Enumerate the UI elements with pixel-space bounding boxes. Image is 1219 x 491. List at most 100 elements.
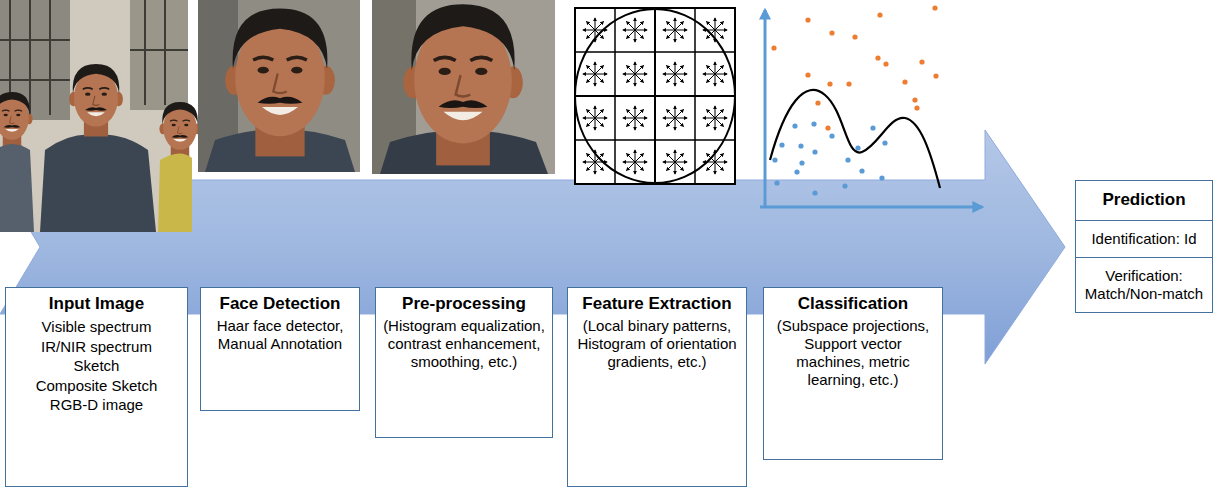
box-body: Haar face detector, Manual Annotation: [208, 317, 352, 353]
descriptor-grid: [583, 150, 607, 174]
list-item: Composite Sketch: [12, 376, 181, 396]
descriptor-grid: [703, 18, 727, 42]
descriptor-grid: [575, 8, 735, 184]
classifier-plot: [827, 81, 832, 86]
list-item: Visible spectrum: [12, 317, 181, 337]
process-box: Pre-processing(Histogram equalization, c…: [375, 287, 553, 438]
output-table: PredictionIdentification: IdVerification…: [1075, 180, 1213, 313]
descriptor-grid: [583, 106, 607, 130]
classifier-plot: [799, 160, 804, 165]
input-photo: [49, 0, 51, 115]
process-box: Classification (Subspace projections, Sup…: [763, 287, 943, 460]
input-photo: [144, 0, 146, 105]
classifier-plot: [914, 105, 919, 110]
input-photo: [0, 92, 33, 147]
box-body: (Subspace projections, Support vector ma…: [771, 317, 935, 389]
descriptor-grid: [583, 62, 607, 86]
classifier-plot: [855, 145, 860, 150]
classifier-plot: [771, 5, 938, 130]
classifier-plot: [760, 206, 982, 209]
box-heading: Input Image: [12, 294, 181, 314]
classifier-plot: [825, 125, 830, 130]
classifier-plot: [932, 5, 937, 10]
input-photo: [0, 39, 70, 41]
classifier-plot: [877, 12, 882, 17]
list-item: Sketch: [12, 356, 181, 376]
classifier-plot: [852, 34, 857, 39]
classifier-plot: [774, 180, 779, 185]
table-header: Prediction: [1076, 181, 1212, 220]
classifier-plot: [859, 168, 864, 173]
input-photo: [130, 49, 188, 51]
classifier-plot: [770, 90, 940, 188]
classifier-plot: [794, 169, 799, 174]
input-photo: [159, 102, 200, 157]
list-item: IR/NIR spectrum: [12, 337, 181, 357]
descriptor-grid: [575, 51, 735, 53]
input-photo: [40, 135, 156, 232]
descriptor-grid: [575, 8, 735, 184]
classifier-plot: [875, 55, 880, 60]
input-box: Input ImageVisible spectrumIR/NIR spectr…: [5, 287, 188, 487]
box-heading: Classification: [771, 294, 935, 314]
classifier-plot: [846, 81, 851, 86]
classifier-plot: [760, 5, 982, 208]
classifier-plot: [792, 123, 797, 128]
box-heading: Face Detection: [208, 294, 352, 314]
descriptor-grid: [663, 18, 687, 42]
classifier-plot: [805, 72, 810, 77]
descriptor-grid: [663, 106, 687, 130]
classifier-plot: [771, 45, 776, 50]
classifier-plot: [902, 79, 907, 84]
descriptor-grid: [623, 150, 647, 174]
classifier-plot: [882, 140, 887, 145]
descriptor-grid: [703, 106, 727, 130]
box-heading: Pre-processing: [383, 294, 545, 314]
table-cell: Verification: Match/Non-match: [1076, 257, 1212, 312]
classifier-plot: [812, 190, 817, 195]
box-body: (Local binary patterns, Histogram of ori…: [575, 317, 739, 371]
descriptor-grid: [575, 9, 735, 183]
input-photo: [0, 79, 70, 81]
classifier-plot: [845, 157, 850, 162]
classifier-plot: [779, 142, 784, 147]
detected-face-photo: [198, 0, 360, 172]
descriptor-grid: [623, 62, 647, 86]
classifier-plot: [829, 30, 834, 35]
classifier-plot: [815, 100, 820, 105]
descriptor-grid: [583, 18, 607, 42]
input-photo: [0, 0, 201, 232]
descriptor-grid: [703, 150, 727, 174]
descriptor-grid: [623, 106, 647, 130]
classifier-plot: [805, 17, 810, 22]
preprocessed-face-photo: [372, 0, 555, 174]
classifier-plot: [912, 97, 917, 102]
input-photo: [130, 0, 188, 110]
process-box: Face DetectionHaar face detector, Manual…: [200, 287, 360, 411]
classifier-plot: [933, 73, 938, 78]
input-photo: [29, 0, 31, 115]
detected-face-photo: [225, 9, 335, 157]
input-photo: [164, 0, 166, 105]
input-photo: [0, 144, 34, 232]
classifier-plot: [772, 121, 887, 195]
box-heading: Feature Extraction: [575, 294, 739, 314]
table-cell: Identification: Id: [1076, 220, 1212, 257]
classifier-plot: [798, 143, 803, 148]
input-photo: [69, 64, 123, 137]
classifier-plot: [883, 61, 888, 66]
classifier-plot: [811, 121, 816, 126]
classifier-plot: [879, 175, 884, 180]
list-item: RGB-D image: [12, 395, 181, 415]
classifier-plot: [870, 125, 875, 130]
process-box: Feature Extraction (Local binary patterns…: [567, 287, 747, 487]
descriptor-grid: [663, 62, 687, 86]
descriptor-grid: [623, 18, 647, 42]
descriptor-grid: [703, 62, 727, 86]
classifier-plot: [812, 149, 817, 154]
classifier-plot: [764, 10, 767, 208]
classifier-plot: [919, 59, 924, 64]
preprocessed-face-photo: [372, 0, 555, 174]
descriptor-grid: [575, 95, 735, 97]
classifier-plot: [842, 183, 847, 188]
